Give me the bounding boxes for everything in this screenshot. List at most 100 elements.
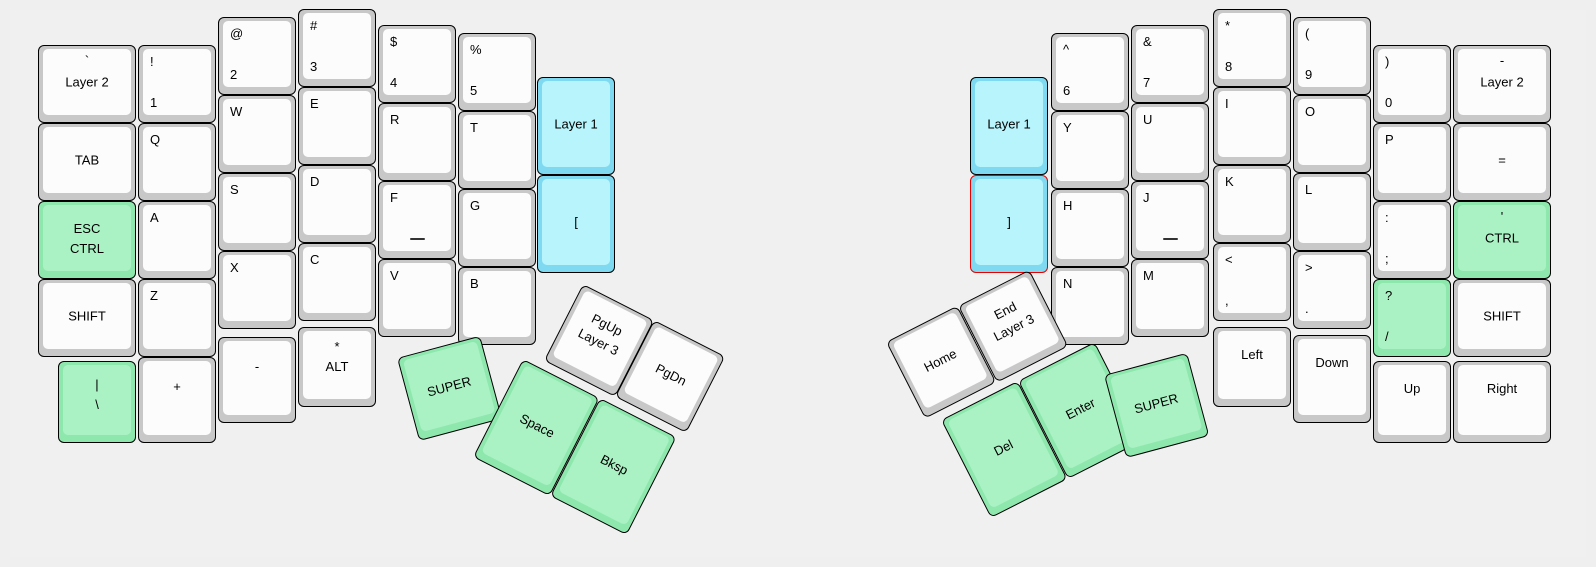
key-legend-main: X xyxy=(230,260,239,275)
key-m[interactable]: M xyxy=(1131,259,1209,337)
key-minus[interactable]: - xyxy=(218,337,296,423)
key-esc-ctrl[interactable]: ESC CTRL xyxy=(38,201,136,279)
key-shift-right[interactable]: SHIFT xyxy=(1453,279,1551,357)
key-legend-main: D xyxy=(310,174,320,189)
key-minus-layer2[interactable]: - Layer 2 xyxy=(1453,45,1551,123)
key-g[interactable]: G xyxy=(458,189,536,267)
key-shift-left[interactable]: SHIFT xyxy=(38,279,136,357)
key-legend-main: 5 xyxy=(470,83,478,98)
key-alt[interactable]: * ALT xyxy=(298,327,376,407)
key-k[interactable]: K xyxy=(1213,165,1291,243)
key-legend-top: > xyxy=(1305,260,1313,275)
key-grave-layer2[interactable]: ` Layer 2 xyxy=(38,45,136,123)
key-z[interactable]: Z xyxy=(138,279,216,357)
keycap: Left xyxy=(1218,331,1286,399)
key-v[interactable]: V xyxy=(378,259,456,337)
keycap: E xyxy=(303,91,371,157)
keycap: ^ 6 xyxy=(1056,37,1124,103)
key-paren-left-9[interactable]: ( 9 xyxy=(1293,17,1371,95)
key-period[interactable]: > . xyxy=(1293,251,1371,329)
keycap: M xyxy=(1136,263,1204,329)
key-o[interactable]: O xyxy=(1293,95,1371,173)
key-b[interactable]: B xyxy=(458,267,536,345)
key-dollar-4[interactable]: $ 4 xyxy=(378,25,456,103)
key-legend-main: 6 xyxy=(1063,83,1071,98)
key-exclaim-1[interactable]: ! 1 xyxy=(138,45,216,123)
keycap: + xyxy=(143,361,211,435)
key-plus[interactable]: + xyxy=(138,357,216,443)
keycap: $ 4 xyxy=(383,29,451,95)
key-layer1-left[interactable]: Layer 1 xyxy=(537,77,615,175)
key-p[interactable]: P xyxy=(1373,123,1451,201)
key-pipe-backslash[interactable]: | \ xyxy=(58,361,136,443)
key-legend-top: ' xyxy=(1500,209,1504,224)
keycap: Y xyxy=(1056,115,1124,181)
key-hash-3[interactable]: # 3 xyxy=(298,9,376,87)
keycap: ( 9 xyxy=(1298,21,1366,87)
key-legend-main: SHIFT xyxy=(1483,308,1521,324)
key-asterisk-8[interactable]: * 8 xyxy=(1213,9,1291,87)
key-f[interactable]: F xyxy=(378,181,456,259)
key-d[interactable]: D xyxy=(298,165,376,243)
key-legend-top: ` xyxy=(84,53,90,68)
keycap: C xyxy=(303,247,371,313)
key-w[interactable]: W xyxy=(218,95,296,173)
key-h[interactable]: H xyxy=(1051,189,1129,267)
key-equals[interactable]: = xyxy=(1453,123,1551,201)
key-legend-main: T xyxy=(470,120,478,135)
key-amp-7[interactable]: & 7 xyxy=(1131,25,1209,103)
keycap: A xyxy=(143,205,211,271)
key-t[interactable]: T xyxy=(458,111,536,189)
key-legend-main: 3 xyxy=(310,59,318,74)
key-s[interactable]: S xyxy=(218,173,296,251)
keycap: ] xyxy=(975,179,1043,265)
key-x[interactable]: X xyxy=(218,251,296,329)
key-a[interactable]: A xyxy=(138,201,216,279)
key-j[interactable]: J xyxy=(1131,181,1209,259)
key-n[interactable]: N xyxy=(1051,267,1129,345)
key-c[interactable]: C xyxy=(298,243,376,321)
key-question-slash[interactable]: ? / xyxy=(1373,279,1451,357)
key-percent-5[interactable]: % 5 xyxy=(458,33,536,111)
key-left-arrow[interactable]: Left xyxy=(1213,327,1291,407)
keycap: R xyxy=(383,107,451,173)
key-tab[interactable]: TAB xyxy=(38,123,136,201)
keycap: I xyxy=(1218,91,1286,157)
key-i[interactable]: I xyxy=(1213,87,1291,165)
key-q[interactable]: Q xyxy=(138,123,216,201)
key-y[interactable]: Y xyxy=(1051,111,1129,189)
key-legend-main: Home xyxy=(921,345,960,375)
keycap: ? / xyxy=(1378,283,1446,349)
key-r[interactable]: R xyxy=(378,103,456,181)
key-legend-main: SUPER xyxy=(425,373,473,400)
key-layer1-right[interactable]: Layer 1 xyxy=(970,77,1048,175)
keycap: S xyxy=(223,177,291,243)
key-legend-main: Left xyxy=(1241,347,1263,362)
key-legend-main: . xyxy=(1305,301,1309,316)
key-semicolon[interactable]: : ; xyxy=(1373,201,1451,279)
key-down-arrow[interactable]: Down xyxy=(1293,335,1371,423)
keycap: ` Layer 2 xyxy=(43,49,131,115)
key-legend-top: * xyxy=(1225,18,1231,33)
keycap: | \ xyxy=(63,365,131,435)
key-legend-main: Z xyxy=(150,288,158,303)
key-legend-main: Right xyxy=(1486,381,1518,396)
key-right-arrow[interactable]: Right xyxy=(1453,361,1551,443)
key-u[interactable]: U xyxy=(1131,103,1209,181)
key-up-arrow[interactable]: Up xyxy=(1373,361,1451,443)
key-quote-ctrl[interactable]: ' CTRL xyxy=(1453,201,1551,279)
key-bracket-right[interactable]: ] xyxy=(970,175,1048,273)
key-caret-6[interactable]: ^ 6 xyxy=(1051,33,1129,111)
key-legend-top: | xyxy=(95,377,99,392)
key-bracket-left[interactable]: [ xyxy=(537,175,615,273)
key-l[interactable]: L xyxy=(1293,173,1371,251)
key-paren-right-0[interactable]: ) 0 xyxy=(1373,45,1451,123)
key-legend-main: C xyxy=(310,252,320,267)
key-legend-main: ; xyxy=(1385,251,1389,266)
key-legend-top: - xyxy=(1499,53,1505,68)
key-legend-main: 8 xyxy=(1225,59,1233,74)
key-comma[interactable]: < , xyxy=(1213,243,1291,321)
key-e[interactable]: E xyxy=(298,87,376,165)
key-legend-main: TAB xyxy=(74,152,100,168)
key-at-2[interactable]: @ 2 xyxy=(218,17,296,95)
